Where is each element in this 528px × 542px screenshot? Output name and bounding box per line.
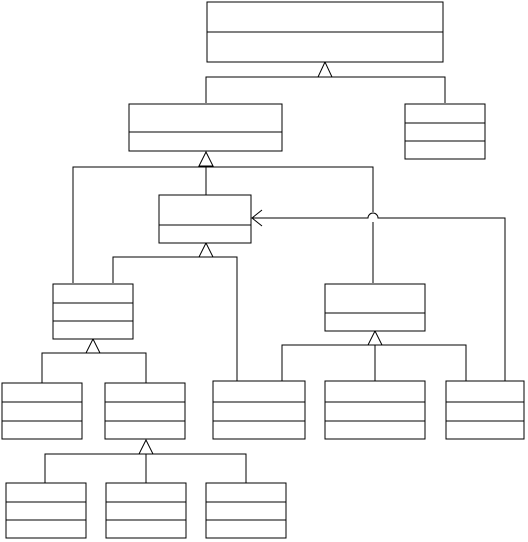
class-box-level3-left [52, 283, 134, 340]
class-box-level4-c [212, 380, 306, 440]
class-box-level4-b [104, 382, 186, 440]
generalization-arrow-level3-right [367, 329, 383, 346]
class-box-level3-right [324, 283, 426, 332]
class-box-level1-right [404, 103, 486, 160]
generalization-arrow-level4-b [138, 438, 154, 455]
association-open-arrowhead [251, 209, 263, 227]
class-box-level4-a [1, 382, 83, 440]
generalization-arrow-level3-left [85, 337, 101, 354]
class-box-root [206, 1, 444, 63]
class-box-level5-a [5, 482, 87, 539]
generalization-arrow-root [317, 60, 333, 78]
class-box-level5-b [105, 482, 187, 539]
class-box-level4-d [324, 380, 426, 440]
class-box-level1-left [128, 103, 283, 152]
edge-level3-left-to-level2-center [112, 256, 238, 381]
generalization-arrowheads [85, 60, 383, 455]
class-box-level5-c [205, 482, 287, 539]
edge-level3-left-to-level1-left [72, 166, 374, 283]
class-box-level2-center [158, 194, 252, 244]
class-box-level4-e [445, 380, 525, 440]
generalization-arrow-level1-left [198, 150, 214, 167]
edge-association-level4-e-to-level2-center [253, 212, 506, 381]
generalization-arrow-level2-center [198, 241, 214, 258]
